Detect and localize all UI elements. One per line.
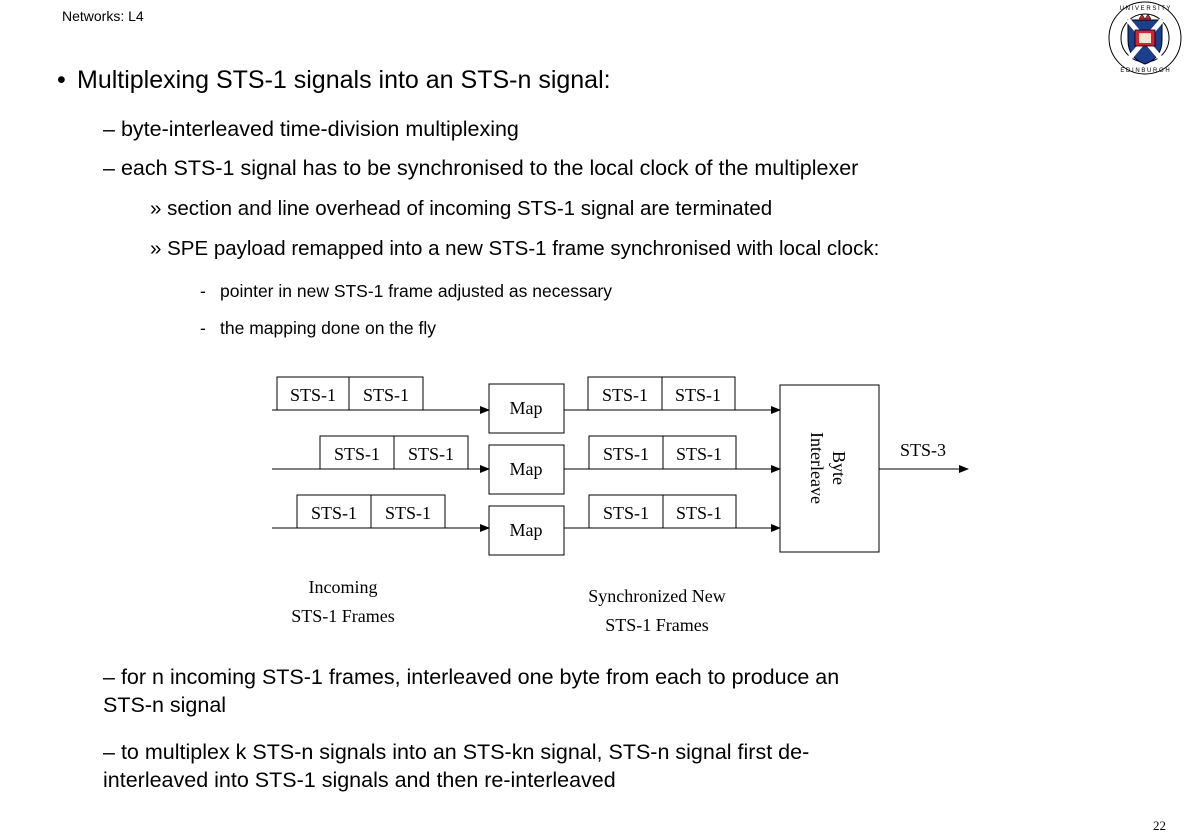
frame-label: STS-1 xyxy=(334,444,380,464)
sub-bullet-text: for n incoming STS-1 frames, interleaved… xyxy=(120,665,840,689)
sub-sub-bullet-text: section and line overhead of incoming ST… xyxy=(167,197,773,220)
frame-label: STS-1 xyxy=(363,385,409,405)
incoming-frame-box xyxy=(348,376,424,411)
output-label: STS-3 xyxy=(900,440,946,460)
sub-sub-bullet-text: SPE payload remapped into a new STS-1 fr… xyxy=(167,237,880,260)
sub-bullet-4: – to multiplex k STS-n signals into an S… xyxy=(103,738,809,794)
frame-label: STS-1 xyxy=(676,444,722,464)
sync-frame-box xyxy=(588,435,664,470)
bullet-marker: - xyxy=(200,281,206,301)
bullet-marker: - xyxy=(200,318,206,338)
svg-text:E D I N B U R G H: E D I N B U R G H xyxy=(1120,68,1169,74)
svg-text:U N I V E R S I T Y: U N I V E R S I T Y xyxy=(1120,6,1171,12)
university-crest-logo: U N I V E R S I T Y E D I N B U R G H xyxy=(1108,1,1182,75)
interleaver-label: Interleave xyxy=(807,432,827,504)
slide-header: Networks: L4 xyxy=(62,8,144,24)
frame-label: STS-1 xyxy=(311,503,357,523)
sync-frame-box xyxy=(588,494,664,529)
sub-bullet-text: to multiplex k STS-n signals into an STS… xyxy=(120,740,810,764)
bullet-main-text: Multiplexing STS-1 signals into an STS-n… xyxy=(77,66,611,94)
bullet-marker: – xyxy=(103,665,115,689)
incoming-frame-box xyxy=(370,494,446,529)
interleaver-label: Byte xyxy=(829,451,849,485)
level4-bullet-text: pointer in new STS-1 frame adjusted as n… xyxy=(220,281,612,301)
frame-label: STS-1 xyxy=(385,503,431,523)
level4-bullet-2: - the mapping done on the fly xyxy=(200,318,436,339)
sub-bullet-text-continued: STS-n signal xyxy=(103,693,227,717)
sub-sub-bullet-2: » SPE payload remapped into a new STS-1 … xyxy=(150,237,879,261)
map-label: Map xyxy=(510,459,543,479)
frame-label: STS-1 xyxy=(675,385,721,405)
frame-label: STS-1 xyxy=(602,385,648,405)
bullet-marker: » xyxy=(150,237,162,260)
bullet-marker: – xyxy=(103,740,115,764)
bullet-marker: – xyxy=(103,156,115,180)
bullet-marker: • xyxy=(57,66,66,94)
frame-label: STS-1 xyxy=(408,444,454,464)
sync-caption: STS-1 Frames xyxy=(605,615,709,635)
incoming-frame-box xyxy=(393,435,469,470)
frame-label: STS-1 xyxy=(290,385,336,405)
sub-bullet-3: – for n incoming STS-1 frames, interleav… xyxy=(103,663,839,719)
sync-frame-box xyxy=(662,494,737,529)
frame-label: STS-1 xyxy=(603,444,649,464)
sub-bullet-1: – byte-interleaved time-division multipl… xyxy=(103,117,519,142)
sub-bullet-text: each STS-1 signal has to be synchronised… xyxy=(120,156,859,180)
level4-bullet-1: - pointer in new STS-1 frame adjusted as… xyxy=(200,281,612,302)
sync-caption: Synchronized New xyxy=(588,586,725,606)
sync-frame-box xyxy=(587,376,663,411)
sync-frame-box xyxy=(662,435,737,470)
bullet-marker: – xyxy=(103,117,115,141)
sub-bullet-2: – each STS-1 signal has to be synchronis… xyxy=(103,156,858,181)
sub-bullet-text-continued: interleaved into STS-1 signals and then … xyxy=(103,768,616,792)
level4-bullet-text: the mapping done on the fly xyxy=(220,318,436,338)
incoming-caption: STS-1 Frames xyxy=(291,606,395,626)
bullet-marker: » xyxy=(150,197,162,220)
frame-label: STS-1 xyxy=(603,503,649,523)
map-label: Map xyxy=(510,520,543,540)
frame-label: STS-1 xyxy=(676,503,722,523)
sub-bullet-text: byte-interleaved time-division multiplex… xyxy=(120,117,519,141)
map-box xyxy=(488,383,565,434)
incoming-caption: Incoming xyxy=(309,577,378,597)
sync-frame-box xyxy=(661,376,736,411)
map-label: Map xyxy=(510,398,543,418)
page-number: 22 xyxy=(1153,818,1166,833)
sub-sub-bullet-1: » section and line overhead of incoming … xyxy=(150,197,772,221)
